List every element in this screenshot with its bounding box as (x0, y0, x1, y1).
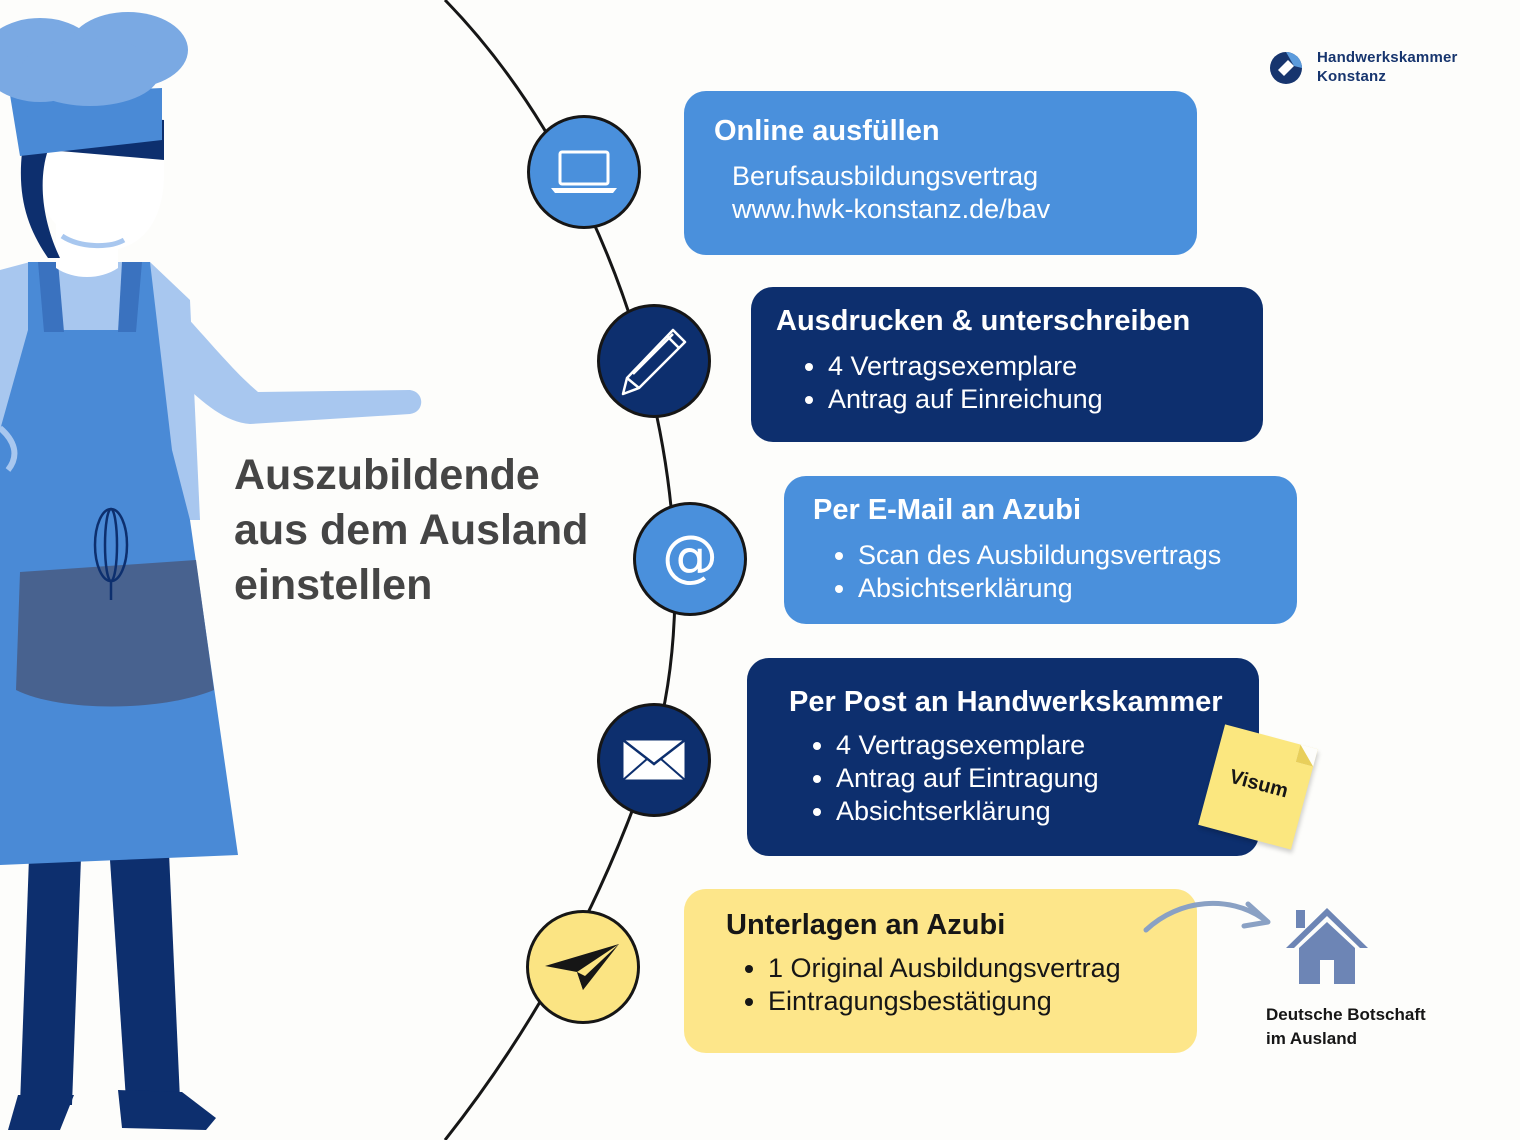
paper-plane-icon (545, 944, 619, 990)
title-line-2: aus dem Ausland (234, 506, 589, 554)
step-4-item: Absichtserklärung (836, 795, 1259, 828)
step-1-url: www.hwk-konstanz.de/bav (732, 194, 1051, 224)
step-3-item: Scan des Ausbildungsvertrags (858, 539, 1297, 572)
house-icon (1286, 908, 1368, 984)
step-3-card: Per E-Mail an Azubi Scan des Ausbildungs… (784, 476, 1297, 624)
step-1-title: Online ausfüllen (714, 115, 940, 147)
arrow-to-embassy-icon (1143, 900, 1271, 933)
title-line-3: einstellen (234, 561, 433, 609)
embassy-line-2: im Ausland (1266, 1029, 1357, 1048)
step-2-item: Antrag auf Einreichung (828, 383, 1263, 416)
step-5-list: 1 Original Ausbildungsvertrag Eintragung… (726, 952, 1197, 1018)
step-1-card: Online ausfüllen Berufsausbildungsvertra… (684, 91, 1197, 255)
embassy-label: Deutsche Botschaft im Ausland (1266, 1003, 1426, 1051)
visum-label: Visum (1227, 765, 1291, 803)
page-title: Auszubildende aus dem Ausland einstellen (234, 448, 634, 613)
step-2-list: 4 Vertragsexemplare Antrag auf Einreichu… (776, 350, 1263, 416)
step-3-item: Absichtserklärung (858, 572, 1297, 605)
step-5-icon-circle (526, 910, 640, 1024)
embassy-line-1: Deutsche Botschaft (1266, 1005, 1426, 1024)
step-4-list: 4 Vertragsexemplare Antrag auf Eintragun… (789, 729, 1259, 828)
step-2-card: Ausdrucken & unterschreiben 4 Vertragsex… (751, 287, 1263, 442)
step-2-title: Ausdrucken & unterschreiben (776, 305, 1191, 337)
step-5-item: 1 Original Ausbildungsvertrag (768, 952, 1197, 985)
laptop-icon (551, 150, 617, 193)
step-1-icon-circle (527, 115, 641, 229)
step-2-item: 4 Vertragsexemplare (828, 350, 1263, 383)
step-4-card: Per Post an Handwerkskammer 4 Vertragsex… (747, 658, 1259, 856)
title-line-1: Auszubildende (234, 451, 540, 499)
step-3-list: Scan des Ausbildungsvertrags Absichtserk… (813, 539, 1297, 605)
logo-mark-icon (1270, 52, 1302, 84)
step-3-title: Per E-Mail an Azubi (813, 494, 1082, 526)
step-2-icon-circle (597, 304, 711, 418)
logo-line-2: Konstanz (1317, 68, 1387, 85)
hwk-konstanz-logo: Handwerkskammer Konstanz (1268, 48, 1488, 92)
pencil-icon (621, 328, 687, 396)
step-4-icon-circle (597, 703, 711, 817)
envelope-icon (622, 739, 686, 781)
step-5-title: Unterlagen an Azubi (726, 909, 1006, 941)
step-4-item: 4 Vertragsexemplare (836, 729, 1259, 762)
at-sign-icon: @ (662, 524, 718, 589)
step-4-title: Per Post an Handwerkskammer (789, 686, 1223, 718)
step-1-line-1: Berufsausbildungsvertrag (732, 161, 1039, 191)
step-4-item: Antrag auf Eintragung (836, 762, 1259, 795)
logo-line-1: Handwerkskammer (1317, 49, 1458, 66)
step-5-item: Eintragungsbestätigung (768, 985, 1197, 1018)
step-5-card: Unterlagen an Azubi 1 Original Ausbildun… (684, 889, 1197, 1053)
step-3-icon-circle: @ (633, 502, 747, 616)
